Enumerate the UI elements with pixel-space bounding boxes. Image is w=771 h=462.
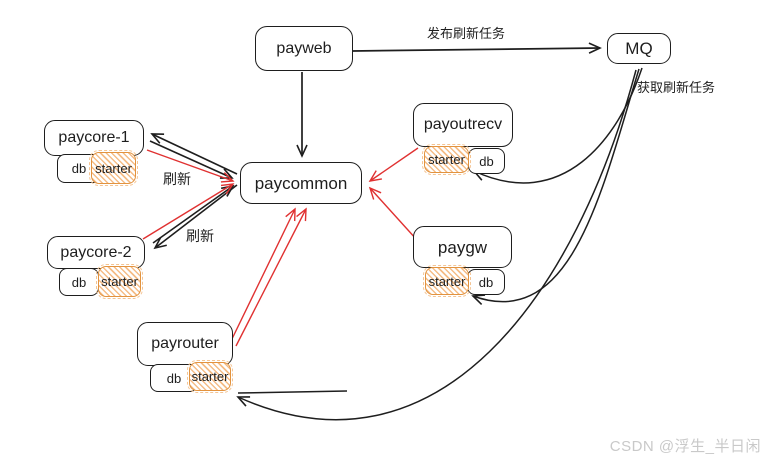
arrow-paycore1-to-paycommon (149, 140, 234, 179)
arrow-paycommon-to-paycore1 (150, 133, 238, 175)
node-payrouter-label: payrouter (151, 335, 219, 352)
chip-payoutrecv-starter-label: starter (428, 152, 465, 167)
arrow-red-payrouter-to-paycommon-2 (235, 207, 307, 347)
node-paycommon: paycommon (240, 162, 362, 204)
arrow-red-payoutrecv-to-paycommon (368, 147, 419, 182)
chip-payoutrecv-starter: starter (421, 143, 472, 176)
node-paygw-label: paygw (437, 237, 488, 257)
arrowhead-stroke-payrouter-starter (237, 390, 348, 394)
arrow-payweb-to-mq (352, 42, 602, 54)
node-payrouter: payrouter (137, 322, 233, 366)
node-payoutrecv: payoutrecv (413, 103, 513, 147)
edge-label-fetch-task: 获取刷新任务 (637, 80, 716, 95)
chip-paycore2-db: db (59, 268, 99, 296)
node-payweb-label: payweb (276, 39, 332, 57)
chip-paycore2-starter: starter (95, 263, 144, 300)
node-mq: MQ (607, 33, 671, 64)
node-paycore2-label: paycore-2 (60, 243, 132, 261)
chip-paycore1-starter: starter (88, 149, 139, 187)
chip-payrouter-db-label: db (166, 370, 182, 386)
chip-payoutrecv-db-label: db (479, 153, 494, 169)
chip-paygw-db-label: db (478, 274, 494, 290)
arrow-red-paygw-to-paycommon (368, 186, 418, 241)
chip-paygw-starter: starter (422, 264, 472, 298)
node-paygw: paygw (413, 226, 512, 268)
arrow-paycore2-to-paycommon (152, 184, 235, 244)
chip-payrouter-starter-label: starter (191, 369, 229, 384)
node-paycore1-label: paycore-1 (58, 129, 130, 146)
arrow-red-payrouter-to-paycommon-1 (230, 207, 296, 342)
arrow-red-paycore2-to-paycommon (142, 183, 235, 240)
edge-label-publish-task: 发布刷新任务 (426, 26, 506, 41)
chip-paygw-starter-label: starter (428, 273, 466, 289)
node-paycore2: paycore-2 (47, 236, 145, 269)
csdn-watermark: CSDN @浮生_半日闲 (609, 438, 761, 455)
arrow-mq-to-payrouter-starter (236, 69, 637, 421)
arrow-red-paycore1-to-paycommon (146, 149, 235, 183)
arrow-mq-to-paygw-starter (471, 68, 640, 306)
node-paycore1: paycore-1 (44, 120, 144, 156)
edge-label-refresh-paycore1: 刷新 (163, 171, 191, 187)
chip-paycore1-db-label: db (71, 161, 87, 176)
node-mq-label: MQ (625, 39, 653, 58)
chip-paygw-db: db (467, 269, 505, 295)
chip-payrouter-starter: starter (186, 359, 234, 394)
chip-payoutrecv-db: db (468, 148, 505, 174)
node-payoutrecv-label: payoutrecv (423, 116, 503, 133)
chip-paycore2-db-label: db (71, 274, 87, 290)
edge-label-refresh-paycore2: 刷新 (186, 228, 214, 244)
chip-paycore2-starter-label: starter (101, 274, 138, 289)
node-paycommon-label: paycommon (254, 173, 348, 193)
node-payweb: payweb (255, 26, 353, 71)
chip-paycore1-starter-label: starter (95, 160, 132, 176)
